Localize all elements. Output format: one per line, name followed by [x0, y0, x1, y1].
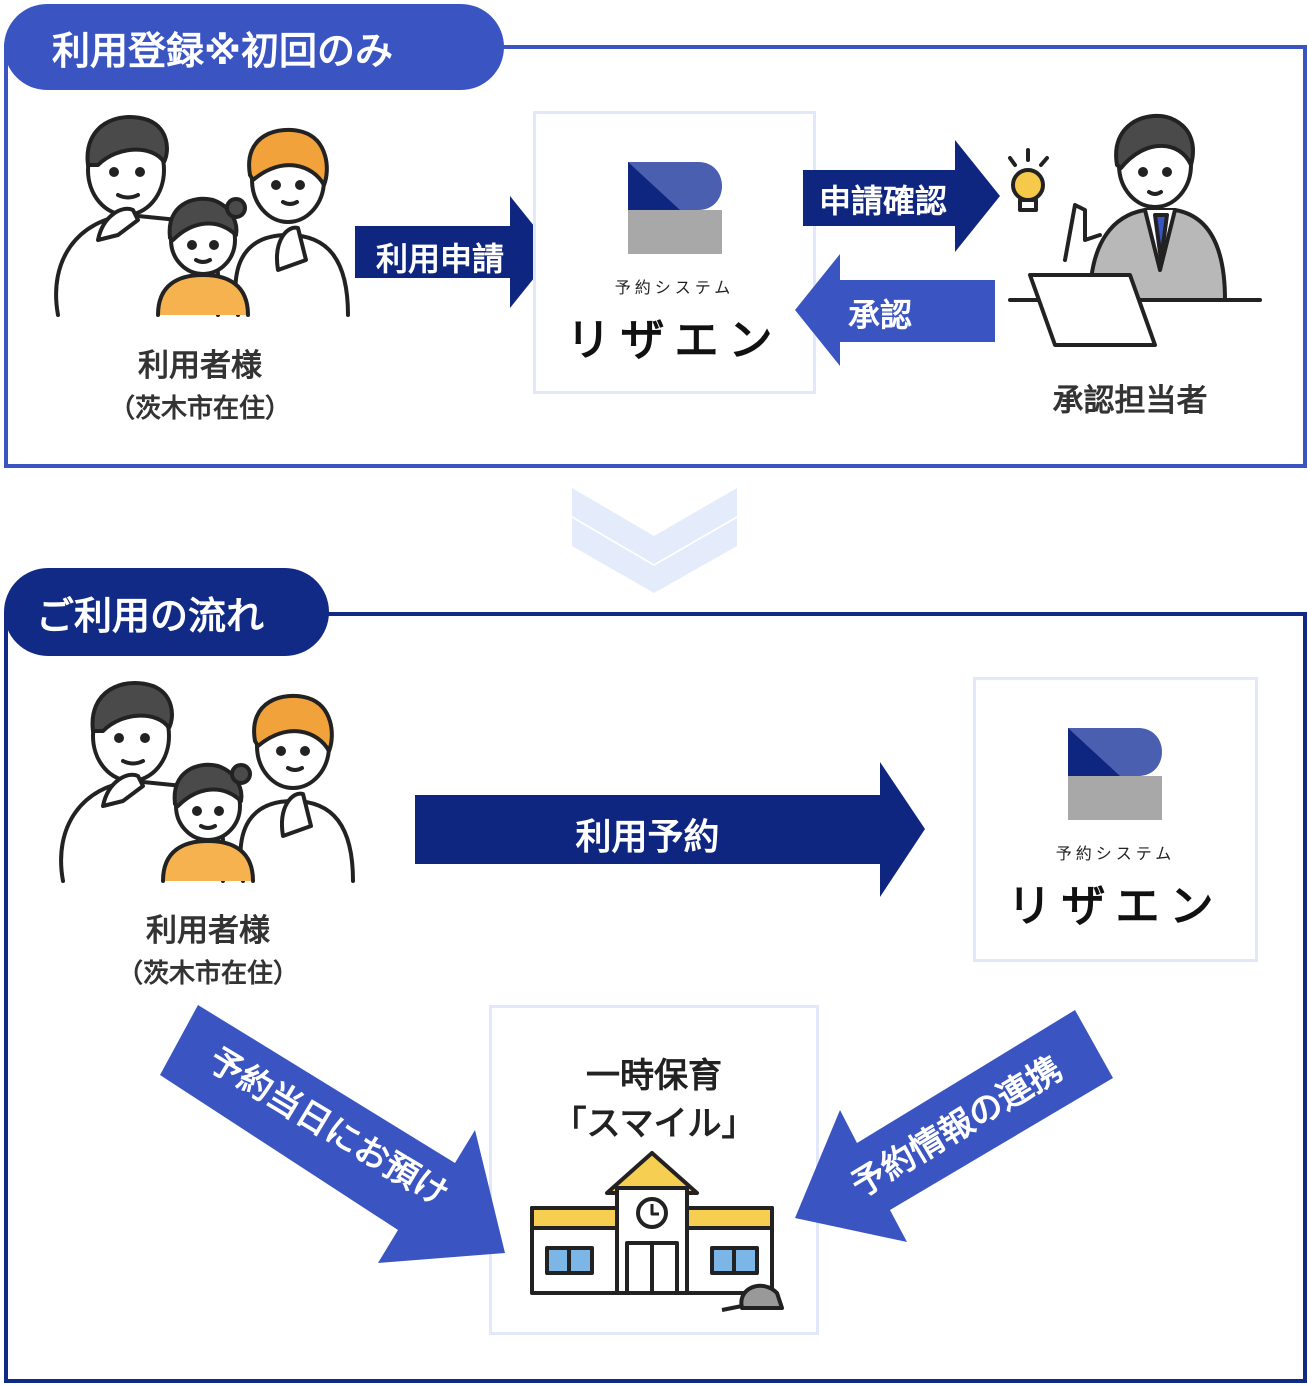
registration-user-sub: （茨木市在住）: [108, 394, 291, 424]
nursery-box: 一時保育 「スマイル」: [489, 1005, 819, 1335]
link-arrow: [795, 1010, 1113, 1242]
registration-user-label: 利用者様: [138, 348, 262, 384]
confirm-arrow-text: 申請確認: [818, 182, 947, 220]
reservation-system-logo-box: 予約システム リザエン: [973, 677, 1258, 962]
approve-arrow-text: 承認: [847, 296, 912, 334]
reserve-arrow: [415, 762, 925, 897]
nursery-name: 「スマイル」: [552, 1104, 756, 1144]
registration-tag: 利用登録※初回のみ: [4, 4, 504, 90]
dropoff-arrow: [160, 1005, 505, 1263]
logo-small-text: 予約システム: [614, 278, 735, 297]
flow-user-label: 利用者様: [146, 913, 270, 949]
reservation-system-logo-icon: [628, 162, 722, 254]
logo-small-text: 予約システム: [1055, 844, 1176, 863]
apply-arrow-text: 利用申請: [375, 240, 504, 278]
family-illustration: [59, 681, 355, 883]
approver-illustration: [1008, 113, 1262, 347]
nursery-title: 一時保育: [586, 1056, 722, 1096]
down-chevron-icon: [572, 488, 737, 593]
family-illustration: [54, 115, 350, 317]
nursery-building-icon: [530, 1151, 784, 1312]
approve-arrow: [795, 254, 995, 366]
reserve-arrow-text: 利用予約: [575, 817, 720, 858]
approver-label: 承認担当者: [1052, 383, 1208, 419]
registration-tag-text: 利用登録※初回のみ: [52, 28, 393, 73]
flow-tag: ご利用の流れ: [4, 568, 329, 656]
logo-big-text: リザエン: [1007, 881, 1224, 932]
confirm-arrow: [803, 140, 1000, 252]
flow-user-sub: （茨木市在住）: [116, 959, 299, 989]
logo-big-text: リザエン: [566, 315, 783, 366]
reservation-system-logo-box: 予約システム リザエン: [533, 111, 816, 394]
apply-arrow: [355, 196, 555, 308]
reservation-system-logo-icon: [1068, 728, 1162, 820]
flow-tag-text: ご利用の流れ: [36, 593, 265, 638]
